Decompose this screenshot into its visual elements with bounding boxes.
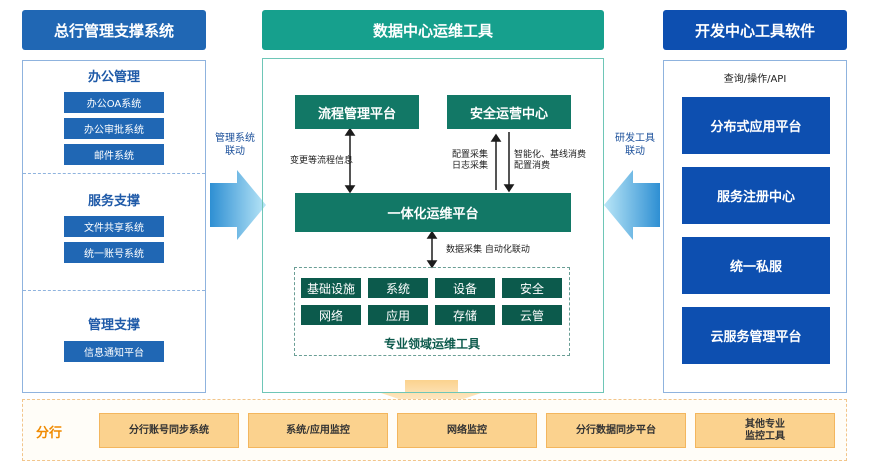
tools-title: 专业领域运维工具: [383, 336, 480, 351]
tool-network: 网络: [301, 305, 361, 325]
tools-panel: [294, 267, 570, 356]
header-right: 开发中心工具软件: [663, 10, 847, 50]
left-item-approval: 办公审批系统: [64, 118, 164, 139]
tool-infrastructure: 基础设施: [301, 278, 361, 298]
left-link-label-2: 联动: [225, 146, 245, 157]
section-title-office: 办公管理: [87, 69, 140, 85]
right-link-label-1: 研发工具: [615, 133, 655, 144]
left-item-mail: 邮件系统: [64, 144, 164, 165]
branch-item-other-line-2: 监控工具: [745, 430, 785, 442]
bottom-link-arrow: [378, 380, 484, 410]
note-log-collect: 日志采集: [452, 161, 489, 171]
right-item-cloud-mgmt: 云服务管理平台: [682, 307, 830, 364]
left-separator-2: [23, 290, 205, 291]
left-separator-1: [23, 173, 205, 174]
branch-item-data-sync: 分行数据同步平台: [546, 413, 686, 448]
note-data-collect: 数据采集 自动化联动: [446, 245, 530, 255]
process-platform-box: 流程管理平台: [295, 95, 419, 129]
right-column-frame: [663, 60, 847, 393]
section-title-service: 服务支撑: [87, 193, 140, 209]
left-link-label-1: 管理系统: [215, 133, 255, 144]
branch-item-system-monitor: 系统/应用监控: [248, 413, 388, 448]
tool-storage: 存储: [435, 305, 495, 325]
right-item-distributed-app: 分布式应用平台: [682, 97, 830, 154]
header-left: 总行管理支撑系统: [22, 10, 206, 50]
note-change-info: 变更等流程信息: [290, 156, 354, 166]
note-config-consume: 配置消费: [514, 161, 551, 171]
tool-cloud: 云管: [502, 305, 562, 325]
branch-item-other-monitor: 其他专业 监控工具: [695, 413, 835, 448]
note-smart-baseline: 智能化、基线消费: [514, 150, 587, 160]
section-title-management: 管理支撑: [87, 317, 140, 333]
branch-item-network-monitor: 网络监控: [397, 413, 537, 448]
tool-security: 安全: [502, 278, 562, 298]
right-link-label-2: 联动: [625, 146, 645, 157]
left-column-frame: [22, 60, 206, 393]
left-item-file-share: 文件共享系统: [64, 216, 164, 237]
branch-label: 分行: [36, 426, 63, 441]
left-link-arrow: [210, 170, 266, 240]
right-item-service-registry: 服务注册中心: [682, 167, 830, 224]
branch-item-account-sync: 分行账号同步系统: [99, 413, 239, 448]
note-config-collect: 配置采集: [452, 150, 489, 160]
tool-device: 设备: [435, 278, 495, 298]
tool-application: 应用: [368, 305, 428, 325]
left-item-notify: 信息通知平台: [64, 341, 164, 362]
unified-ops-platform-box: 一体化运维平台: [295, 193, 571, 232]
tool-system: 系统: [368, 278, 428, 298]
header-middle: 数据中心运维工具: [262, 10, 604, 50]
security-center-box: 安全运营中心: [447, 95, 571, 129]
middle-column-frame: [262, 58, 604, 393]
right-link-arrow: [604, 170, 660, 240]
left-item-oa: 办公OA系统: [64, 92, 164, 113]
left-item-account: 统一账号系统: [64, 242, 164, 263]
right-item-private-repo: 统一私服: [682, 237, 830, 294]
right-top-note: 查询/操作/API: [723, 73, 787, 85]
branch-item-other-line-1: 其他专业: [745, 418, 785, 430]
